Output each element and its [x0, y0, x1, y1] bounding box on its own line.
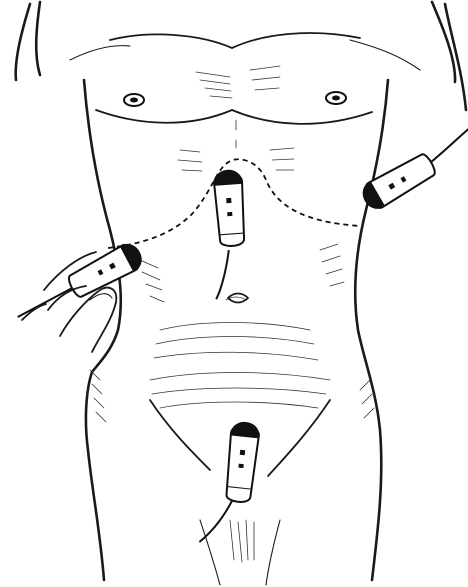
suprapubic-hatch	[150, 373, 330, 409]
right-shoulder-line	[350, 40, 420, 70]
left-thigh-line	[200, 520, 220, 585]
probe-pelvic-marker-2	[238, 464, 243, 469]
right-chest-hatch	[250, 66, 280, 90]
left-upper-abdomen-hatch	[178, 150, 202, 171]
probe-pelvic	[199, 419, 260, 547]
left-shoulder-line	[70, 46, 130, 60]
sternum-hatch	[196, 72, 232, 98]
lower-abdomen-hatch	[154, 323, 318, 361]
right-upper-abdomen-hatch	[270, 148, 294, 170]
probe-subxiphoid-marker	[226, 198, 231, 203]
right-thigh-line	[266, 520, 280, 585]
clavicle-line	[110, 33, 360, 48]
left-nipple-center	[130, 98, 138, 103]
probe-pelvic-marker	[240, 450, 245, 455]
right-inguinal-line	[268, 400, 330, 476]
probe-subxiphoid-marker-2	[227, 212, 232, 216]
right-torso-side	[355, 80, 388, 580]
probe-pelvic-cable	[199, 498, 231, 545]
left-arm-outline	[16, 2, 40, 80]
probe-pelvic-tip	[231, 421, 260, 437]
pubic-hatch	[230, 520, 254, 562]
left-inguinal-line	[150, 400, 210, 470]
probe-right-flank-cable	[18, 286, 76, 317]
probe-right-flank	[11, 240, 146, 329]
left-flank-hatch	[140, 260, 164, 302]
probe-subxiphoid	[207, 170, 250, 300]
right-nipple-center	[332, 96, 340, 101]
probe-subxiphoid-cable	[213, 250, 232, 299]
pectoral-line	[96, 110, 372, 124]
right-arm-outline	[432, 2, 466, 110]
left-torso-side	[84, 80, 121, 580]
probe-subxiphoid-tip	[213, 170, 242, 185]
nipples	[124, 92, 346, 106]
left-hip-hatch	[90, 370, 106, 422]
right-flank-hatch	[320, 244, 344, 286]
